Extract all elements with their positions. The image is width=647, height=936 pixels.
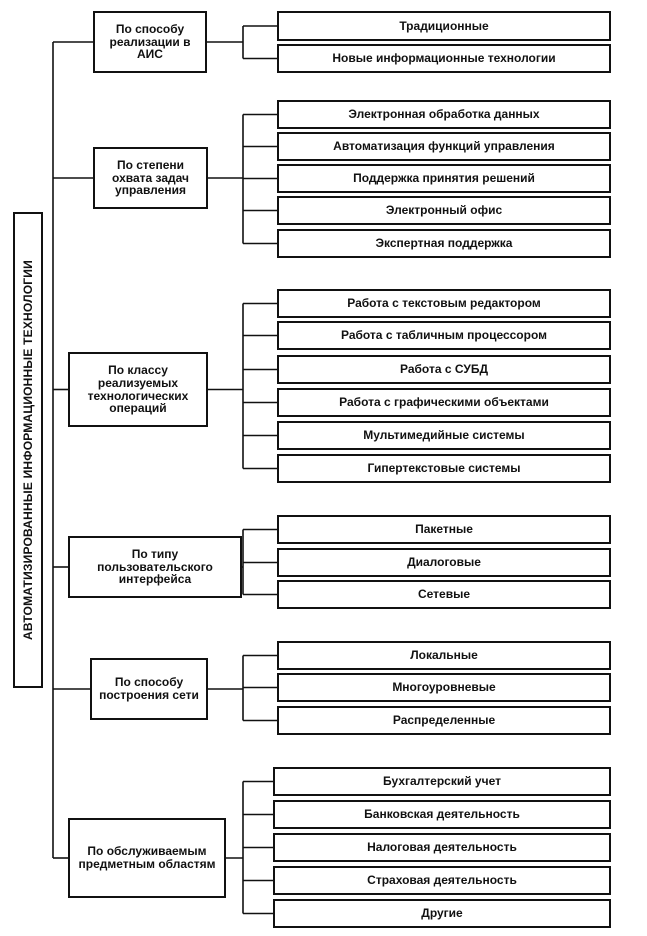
category-box: По способу построения сети (90, 658, 208, 720)
subcategory-box: Мультимедийные системы (277, 421, 611, 450)
category-box: По обслуживаемым предметным областям (68, 818, 226, 898)
subcategory-box: Работа с табличным процессором (277, 321, 611, 350)
subcategory-box: Поддержка принятия решений (277, 164, 611, 193)
subcategory-box: Банковская деятельность (273, 800, 611, 829)
subcategory-box: Новые информационные технологии (277, 44, 611, 73)
category-box: По типу пользовательского интерфейса (68, 536, 242, 598)
subcategory-box: Работа с текстовым редактором (277, 289, 611, 318)
subcategory-box: Пакетные (277, 515, 611, 544)
root-box: АВТОМАТИЗИРОВАННЫЕ ИНФОРМАЦИОННЫЕ ТЕХНОЛ… (13, 212, 43, 688)
subcategory-box: Электронная обработка данных (277, 100, 611, 129)
subcategory-box: Экспертная поддержка (277, 229, 611, 258)
subcategory-box: Сетевые (277, 580, 611, 609)
category-box: По способу реализации в АИС (93, 11, 207, 73)
subcategory-box: Гипертекстовые системы (277, 454, 611, 483)
subcategory-box: Работа с СУБД (277, 355, 611, 384)
subcategory-box: Работа с графическими объектами (277, 388, 611, 417)
subcategory-box: Диалоговые (277, 548, 611, 577)
subcategory-box: Многоуровневые (277, 673, 611, 702)
subcategory-box: Традиционные (277, 11, 611, 41)
subcategory-box: Другие (273, 899, 611, 928)
subcategory-box: Бухгалтерский учет (273, 767, 611, 796)
category-box: По степени охвата задач управления (93, 147, 208, 209)
subcategory-box: Налоговая деятельность (273, 833, 611, 862)
subcategory-box: Страховая деятельность (273, 866, 611, 895)
subcategory-box: Автоматизация функций управления (277, 132, 611, 161)
subcategory-box: Локальные (277, 641, 611, 670)
category-box: По классу реализуемых технологических оп… (68, 352, 208, 427)
root-label: АВТОМАТИЗИРОВАННЫЕ ИНФОРМАЦИОННЫЕ ТЕХНОЛ… (21, 260, 35, 640)
subcategory-box: Распределенные (277, 706, 611, 735)
subcategory-box: Электронный офис (277, 196, 611, 225)
